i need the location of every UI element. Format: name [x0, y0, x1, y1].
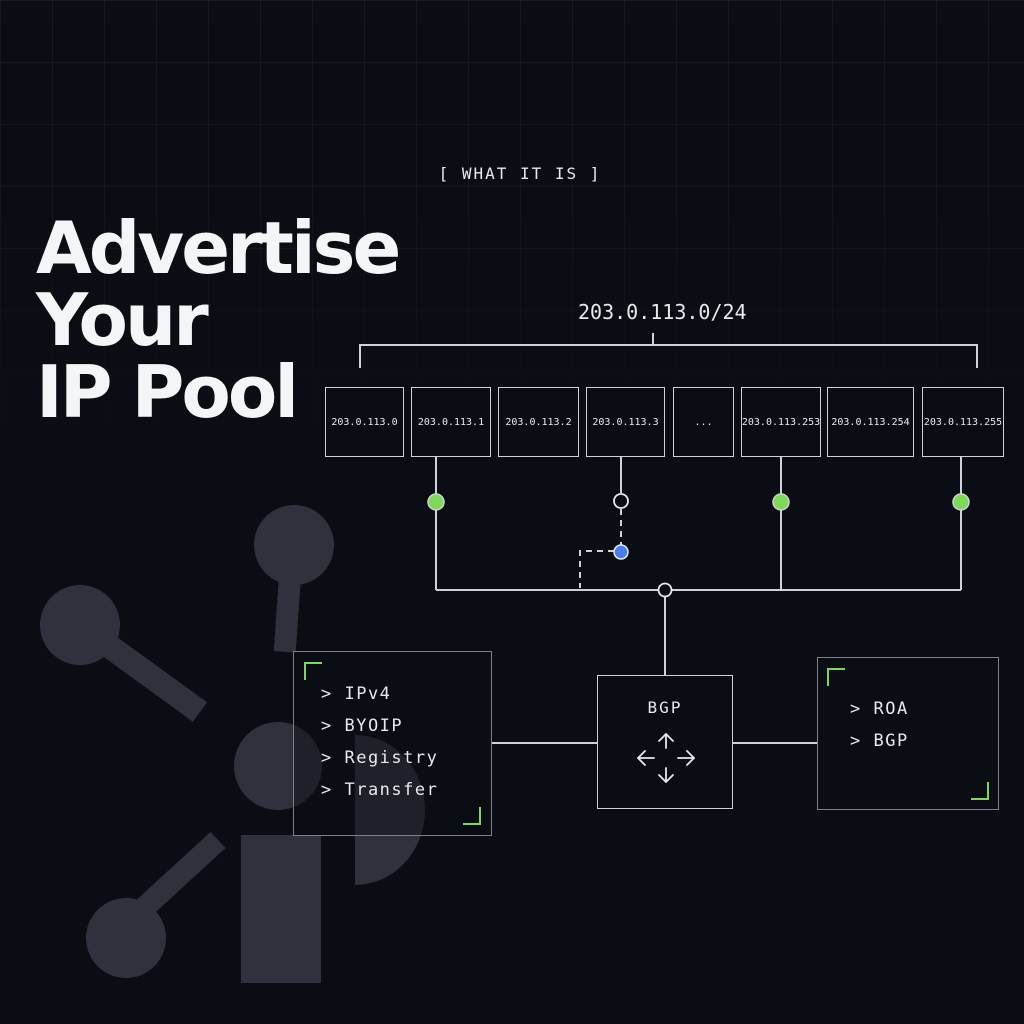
corner-bracket-icon	[304, 662, 322, 680]
address-cell: 203.0.113.254	[827, 387, 914, 457]
list-item: > Registry	[321, 748, 439, 768]
address-cell: 203.0.113.2	[498, 387, 579, 457]
address-cell-ellipsis: ...	[673, 387, 734, 457]
list-item: > BYOIP	[321, 716, 404, 736]
bgp-node-label: BGP	[647, 698, 683, 717]
title-line-1: Advertise	[36, 206, 401, 290]
prefix-label: 203.0.113.0/24	[578, 300, 747, 324]
node-active-icon	[772, 493, 790, 511]
address-cell: 203.0.113.3	[586, 387, 665, 457]
right-panel-list: > ROA > BGP	[850, 693, 909, 757]
list-item: > Transfer	[321, 780, 439, 800]
corner-bracket-icon	[971, 782, 989, 800]
left-panel: > IPv4 > BYOIP > Registry > Transfer	[293, 651, 492, 836]
list-item: > IPv4	[321, 684, 392, 704]
address-cell: 203.0.113.255	[922, 387, 1004, 457]
corner-bracket-icon	[827, 668, 845, 686]
corner-bracket-icon	[463, 807, 481, 825]
page-title: Advertise Your IP Pool	[36, 206, 401, 434]
section-eyebrow: [ WHAT IT IS ]	[438, 164, 602, 183]
title-line-2: Your	[36, 278, 209, 362]
node-active-icon	[952, 493, 970, 511]
address-cell: 203.0.113.253	[741, 387, 821, 457]
address-cell: 203.0.113.1	[411, 387, 491, 457]
bus-junction-icon	[657, 582, 673, 598]
address-cell: 203.0.113.0	[325, 387, 404, 457]
list-item: > ROA	[850, 699, 909, 719]
right-panel: > ROA > BGP	[817, 657, 999, 810]
bgp-node: BGP	[597, 675, 733, 809]
node-active-icon	[427, 493, 445, 511]
title-line-3: IP Pool	[36, 350, 299, 434]
node-pending-icon	[613, 493, 629, 509]
prefix-bracket	[359, 344, 978, 368]
node-routed-icon	[613, 544, 629, 560]
left-panel-list: > IPv4 > BYOIP > Registry > Transfer	[321, 678, 438, 806]
list-item: > BGP	[850, 731, 909, 751]
four-arrows-icon	[637, 733, 695, 783]
